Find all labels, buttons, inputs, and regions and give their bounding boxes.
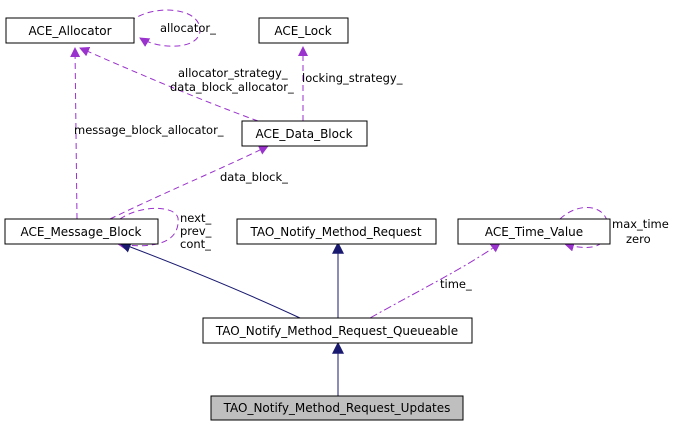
label-allocator-strategy: allocator_strategy_ — [178, 66, 288, 80]
edge-message-block-self — [117, 207, 179, 251]
edge-message-block-to-allocator — [70, 47, 81, 220]
edge-labels: allocator_ allocator_strategy_ data_bloc… — [74, 21, 669, 291]
label-next: next_ — [180, 211, 211, 225]
node-label: ACE_Allocator — [28, 24, 111, 38]
label-max-time: max_time — [612, 217, 669, 231]
label-message-block-allocator: message_block_allocator_ — [74, 123, 224, 137]
node-ace-allocator[interactable]: ACE_Allocator — [5, 17, 135, 44]
edge-queueable-to-time-value — [369, 242, 501, 319]
edge-allocator-self — [129, 9, 201, 47]
node-ace-lock[interactable]: ACE_Lock — [258, 17, 349, 44]
label-locking-strategy: locking_strategy_ — [302, 71, 403, 85]
label-prev: prev_ — [180, 224, 212, 238]
edge-data-block-to-allocator — [79, 47, 259, 122]
node-label: ACE_Data_Block — [255, 127, 352, 141]
label-cont: cont_ — [180, 237, 211, 251]
node-label: ACE_Lock — [274, 24, 331, 38]
node-tao-notify-method-request-queueable[interactable]: TAO_Notify_Method_Request_Queueable — [202, 317, 473, 344]
label-allocator: allocator_ — [160, 21, 216, 35]
node-label: TAO_Notify_Method_Request_Updates — [223, 401, 451, 415]
node-label: ACE_Time_Value — [485, 225, 583, 239]
label-time: time_ — [440, 277, 472, 291]
node-label: TAO_Notify_Method_Request_Queueable — [215, 324, 458, 338]
label-data-block-allocator: data_block_allocator_ — [170, 80, 294, 94]
edge-queueable-inherits-message-block — [118, 241, 301, 319]
label-data-block: data_block_ — [220, 170, 288, 184]
node-tao-notify-method-request[interactable]: TAO_Notify_Method_Request — [236, 218, 437, 245]
node-ace-time-value[interactable]: ACE_Time_Value — [457, 218, 611, 245]
edge-message-block-to-data-block — [109, 145, 269, 220]
label-zero: zero — [626, 232, 651, 246]
node-label: ACE_Message_Block — [20, 225, 141, 239]
node-ace-message-block[interactable]: ACE_Message_Block — [4, 218, 159, 245]
node-tao-notify-method-request-updates[interactable]: TAO_Notify_Method_Request_Updates — [210, 395, 464, 421]
node-ace-data-block[interactable]: ACE_Data_Block — [241, 120, 368, 147]
node-label: TAO_Notify_Method_Request — [249, 225, 421, 239]
